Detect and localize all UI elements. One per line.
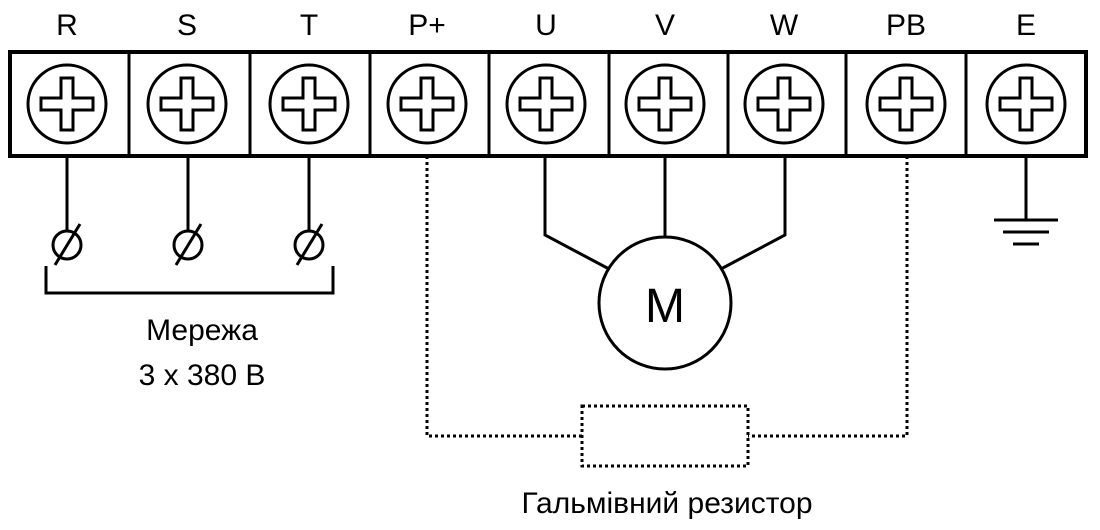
mains-bracket bbox=[44, 266, 335, 295]
terminal-label-e: E bbox=[1016, 9, 1036, 42]
terminal-screw-p-plus-icon bbox=[386, 63, 468, 145]
terminal-label-r: R bbox=[56, 9, 78, 42]
terminal-screw-e-icon bbox=[985, 63, 1067, 145]
mains-wiring bbox=[44, 156, 335, 295]
terminal-screw-pb-icon bbox=[865, 63, 947, 145]
brake-resistor-label: Гальмівний резистор bbox=[521, 487, 812, 520]
ground-icon bbox=[994, 156, 1058, 246]
brake-wire-pb bbox=[748, 156, 909, 438]
motor-wiring bbox=[543, 156, 787, 272]
terminal-screw-v-icon bbox=[624, 63, 706, 145]
motor-letter: M bbox=[645, 280, 685, 333]
mains-label-line2: 3 х 380 В bbox=[139, 359, 266, 392]
motor-icon bbox=[597, 235, 733, 371]
terminal-screw-r-icon bbox=[26, 63, 108, 145]
mains-label-line1: Мережа bbox=[146, 314, 258, 347]
terminal-label-w: W bbox=[770, 9, 799, 42]
brake-resistor-wiring bbox=[425, 156, 909, 468]
terminal-label-pb: PB bbox=[886, 9, 926, 42]
terminal-label-t: T bbox=[300, 9, 318, 42]
motor-wire-w bbox=[718, 156, 787, 272]
terminal-label-p-plus: P+ bbox=[408, 9, 446, 42]
terminal-screw-s-icon bbox=[146, 63, 228, 145]
terminal-screw-u-icon bbox=[505, 63, 587, 145]
brake-resistor-icon bbox=[580, 404, 750, 468]
phase-terminal-s-icon bbox=[172, 223, 204, 266]
terminal-screw-t-icon bbox=[268, 63, 350, 145]
terminal-label-s: S bbox=[177, 9, 197, 42]
terminal-block-frame bbox=[8, 50, 1088, 158]
brake-wire-p-plus bbox=[425, 156, 582, 438]
motor-wire-u bbox=[543, 156, 612, 272]
phase-terminal-t-icon bbox=[293, 223, 325, 266]
terminal-label-v: V bbox=[655, 9, 675, 42]
terminal-screw-w-icon bbox=[743, 63, 825, 145]
terminal-label-u: U bbox=[535, 9, 557, 42]
terminal-block bbox=[8, 50, 1088, 158]
phase-terminal-r-icon bbox=[51, 223, 83, 266]
